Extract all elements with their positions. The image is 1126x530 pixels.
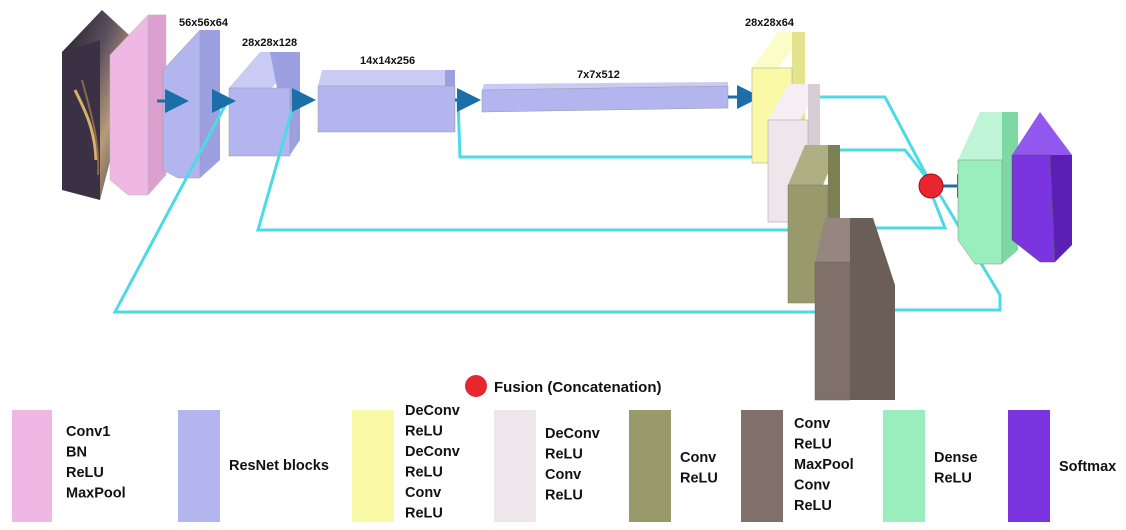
legend-label: Conv1: [66, 424, 110, 440]
legend-swatch: [178, 410, 220, 522]
legend-label: Conv: [405, 485, 441, 501]
legend-label: ReLU: [405, 506, 443, 522]
dim-label-7: 7x7x512: [577, 69, 620, 81]
resnet-block-28: [229, 52, 300, 156]
legend-label: ReLU: [405, 424, 443, 440]
legend-label: ReLU: [794, 498, 832, 514]
legend-label: BN: [66, 445, 87, 461]
legend-label: Conv: [794, 478, 830, 494]
softmax-block: [1012, 112, 1072, 262]
legend-label: DeConv: [405, 444, 460, 460]
legend-swatch: [494, 410, 536, 522]
dim-label-28: 28x28x128: [242, 37, 297, 49]
legend-label: ReLU: [545, 488, 583, 504]
legend-label: DeConv: [405, 403, 460, 419]
legend-label: Dense: [934, 450, 978, 466]
legend-label: ReLU: [680, 471, 718, 487]
legend-label: ReLU: [794, 437, 832, 453]
dim-label-14: 14x14x256: [360, 55, 415, 67]
conv-brown-block: [815, 218, 895, 400]
legend-label: Conv: [680, 450, 716, 466]
skip-connection-1: [115, 100, 830, 312]
legend-swatch: [883, 410, 925, 522]
legend-item: ResNet blocks: [178, 410, 329, 522]
legend-swatch: [352, 410, 394, 522]
legend-swatch: [741, 410, 783, 522]
fusion-legend: Fusion (Concatenation): [465, 375, 662, 397]
legend-label: ReLU: [66, 465, 104, 481]
dense-block: [958, 112, 1018, 264]
legend-label: Conv: [545, 467, 581, 483]
resnet-block-14: [318, 70, 455, 132]
dim-label-56: 56x56x64: [179, 17, 229, 29]
legend-item: Softmax: [1008, 410, 1116, 522]
fusion-legend-label: Fusion (Concatenation): [494, 379, 662, 396]
legend-label: ReLU: [934, 471, 972, 487]
legend-swatch: [12, 410, 52, 522]
legend-label: ReLU: [405, 465, 443, 481]
legend-label: DeConv: [545, 426, 600, 442]
dim-label-decoder: 28x28x64: [745, 17, 795, 29]
legend-label: MaxPool: [66, 486, 126, 502]
legend-label: Softmax: [1059, 459, 1116, 475]
legend-swatch: [629, 410, 671, 522]
legend-label: ResNet blocks: [229, 458, 329, 474]
legend-label: Conv: [794, 416, 830, 432]
legend-label: MaxPool: [794, 457, 854, 473]
resnet-block-7: [482, 82, 728, 112]
legend-label: ReLU: [545, 447, 583, 463]
resnet-block-56: [163, 30, 220, 178]
fusion-legend-icon: [465, 375, 487, 397]
legend-swatch: [1008, 410, 1050, 522]
fusion-node-icon: [919, 174, 943, 198]
